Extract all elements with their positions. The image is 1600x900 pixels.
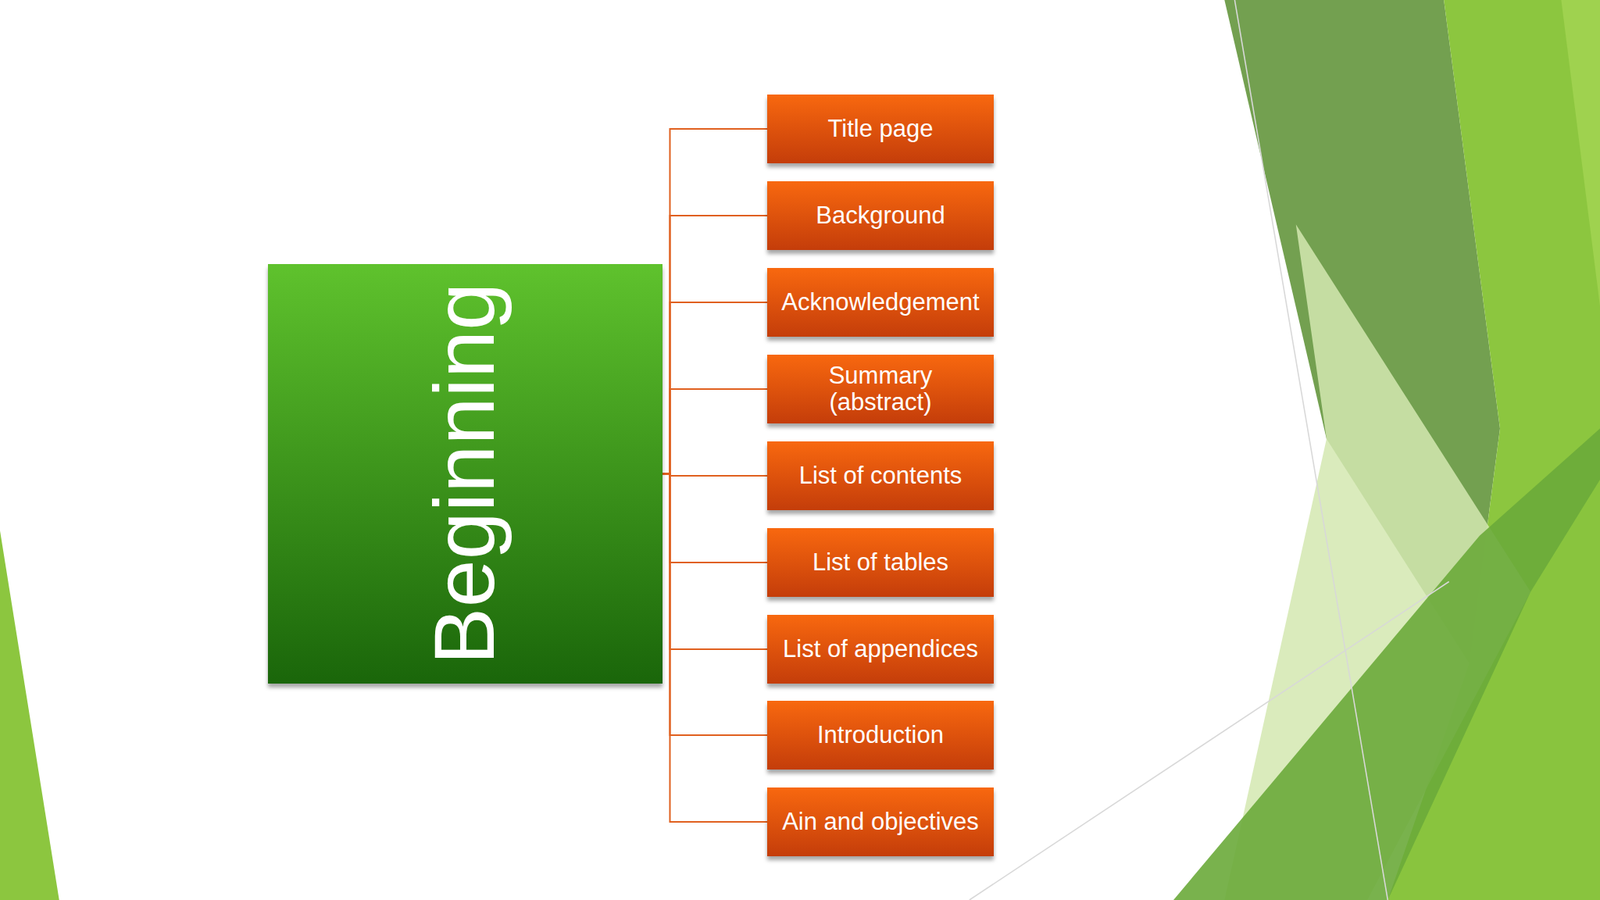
heading-text: Beginning [415,282,515,665]
corner-shape [1173,428,1600,900]
section-box: Ain and objectives [767,787,994,857]
section-text: List of appendices [782,635,979,663]
bracket-connector [662,474,768,823]
bracket-connector [662,474,768,477]
section-box: List of contents [767,441,994,511]
heading-box: Beginning [267,264,663,684]
bracket-connector [662,302,768,475]
bracket-connector [662,474,768,564]
bracket-connector [662,128,768,475]
section-box: Introduction [767,700,994,770]
corner-shape [1560,0,1600,307]
bracket-connector [662,474,768,736]
section-text: Summary (abstract) [775,362,986,416]
bracket-connector [662,474,768,650]
section-text: List of contents [799,462,963,490]
section-text: Title page [828,115,934,143]
section-box: List of appendices [767,614,994,684]
accent-line [969,581,1450,900]
section-text: Ain and objectives [782,808,979,836]
bracket-connector [662,215,768,475]
section-box: List of tables [767,528,994,597]
bracket-connector [662,389,768,475]
section-text: Acknowledgement [781,289,979,316]
section-box: Summary (abstract) [767,354,994,424]
section-text: Introduction [817,721,944,749]
section-box: Title page [767,94,994,164]
corner-shape [0,530,60,900]
section-box: Acknowledgement [767,267,994,337]
section-text: Background [815,202,945,229]
corner-shape [1387,479,1600,900]
section-box: Background [767,181,994,250]
section-text: List of tables [812,549,949,576]
accent-line [1234,0,1388,900]
